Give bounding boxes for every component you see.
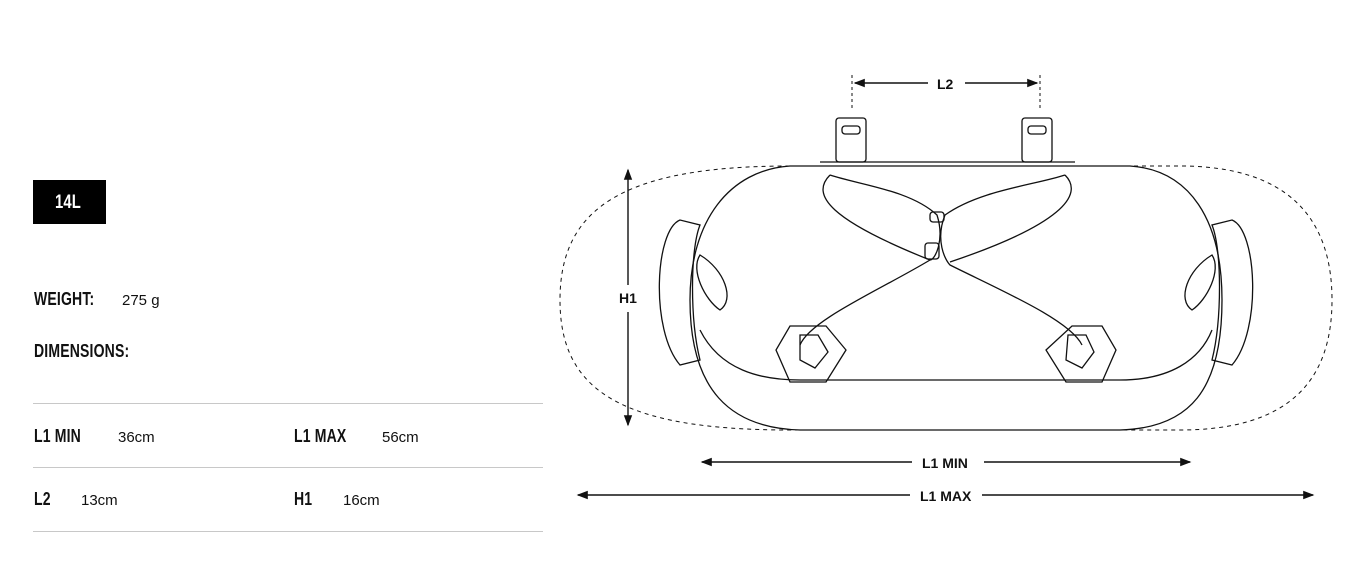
dim-label-l1-max: L1 MAX (294, 426, 361, 447)
dim-label-text: H1 (294, 489, 313, 509)
dim-label-l1-min: L1 MIN (34, 426, 94, 447)
l1-max-label: L1 MAX (920, 488, 972, 504)
capacity-badge: 14L (33, 180, 106, 224)
dim-value-h1: 16cm (343, 492, 380, 509)
dim-label-text: L1 MAX (294, 426, 347, 446)
weight-label: WEIGHT: (34, 289, 111, 310)
dim-label-text: L2 (34, 489, 51, 509)
divider (33, 403, 543, 404)
capacity-label: 14L (55, 192, 82, 213)
h1-label: H1 (619, 290, 637, 306)
dim-value-l2: 13cm (81, 492, 118, 509)
dim-label-l2: L2 (34, 489, 55, 510)
bag-body (689, 165, 1223, 431)
l2-label: L2 (937, 76, 954, 92)
dim-label-text: L1 MIN (34, 426, 81, 446)
dimensions-heading-text: DIMENSIONS: (34, 341, 130, 361)
weight-value: 275 g (122, 292, 160, 309)
divider (33, 467, 543, 468)
weight-label-text: WEIGHT: (34, 289, 95, 309)
max-outline (559, 165, 1333, 431)
l1-min-label: L1 MIN (922, 455, 968, 471)
dim-value-l1-max: 56cm (382, 429, 419, 446)
divider (33, 531, 543, 532)
dimensions-heading: DIMENSIONS: (34, 341, 156, 362)
dim-label-h1: H1 (294, 489, 317, 510)
dim-value-l1-min: 36cm (118, 429, 155, 446)
